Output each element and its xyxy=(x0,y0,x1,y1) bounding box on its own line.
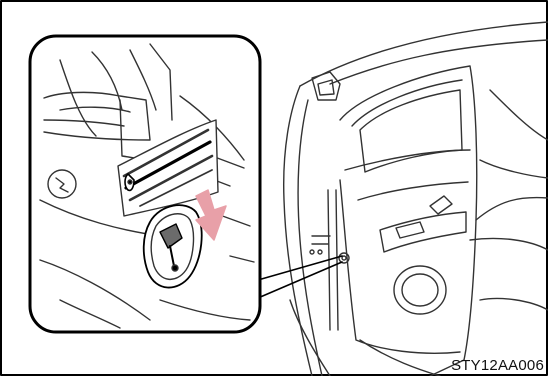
car-body-drawing xyxy=(284,22,548,376)
callout-zoom-box xyxy=(30,36,260,332)
figure-code-label: STY12AA006 xyxy=(451,357,544,374)
